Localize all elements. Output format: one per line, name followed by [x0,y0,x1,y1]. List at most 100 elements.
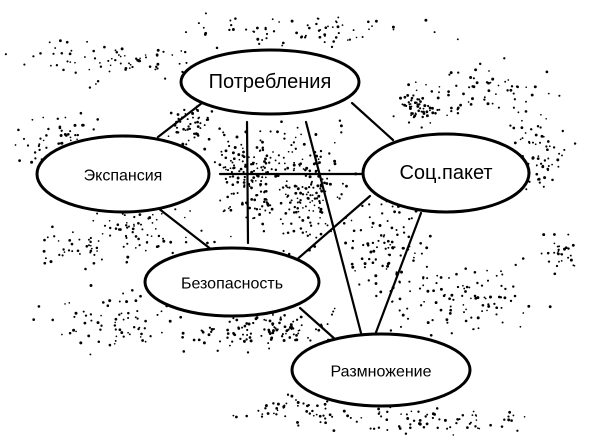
stipple-dot [310,183,313,186]
stipple-dot [426,277,429,280]
stipple-dot [400,270,403,274]
stipple-dot [218,163,222,167]
stipple-dot [180,50,183,52]
stipple-dot [285,332,287,335]
stipple-dot [72,328,76,332]
stipple-dot [137,221,140,225]
stipple-dot [222,166,225,169]
stipple-dot [196,125,200,129]
stipple-dot [253,198,257,202]
stipple-dot [392,115,395,118]
stipple-dot [456,111,460,115]
stipple-dot [208,326,211,329]
stipple-dot [557,252,560,256]
stipple-dot [384,247,387,250]
stipple-dot [298,201,301,203]
stipple-dot [302,402,305,405]
stipple-dot [271,313,274,316]
stipple-dot [283,325,287,329]
stipple-dot [243,185,246,188]
stipple-dot [354,269,356,272]
stipple-dot [241,147,244,150]
stipple-dot [489,295,492,299]
stipple-dot [232,166,235,170]
stipple-dot [374,258,377,261]
stipple-dot [276,130,279,134]
stipple-dot [69,136,72,139]
stipple-dot [32,55,35,58]
stipple-dot [178,62,181,65]
stipple-dot [306,216,310,219]
stipple-dot [89,236,92,239]
stipple-dot [321,178,324,180]
stipple-dot [229,19,232,22]
stipple-dot [406,417,410,420]
stipple-dot [410,217,413,220]
stipple-dot [264,404,268,408]
stipple-dot [338,119,342,122]
stipple-dot [249,163,253,166]
stipple-dot [536,125,540,128]
stipple-dot [376,246,378,249]
stipple-dot [428,106,432,110]
stipple-dot [255,316,259,319]
stipple-dot [154,228,157,230]
stipple-dot [333,162,337,166]
stipple-dot [148,65,152,68]
stipple-dot [471,414,474,416]
stipple-dot [260,179,263,183]
stipple-dot [487,81,490,85]
stipple-dot [255,194,258,197]
stipple-dot [253,216,256,219]
stipple-dot [106,304,110,308]
stipple-dot [176,113,180,116]
stipple-dot [4,53,7,56]
stipple-dot [331,415,334,418]
stipple-dot [122,318,125,321]
stipple-dot [68,331,72,335]
stipple-dot [315,413,318,416]
stipple-dot [274,327,277,330]
stipple-dot [272,329,275,333]
stipple-dot [319,207,323,211]
stipple-dot [270,207,274,211]
stipple-dot [243,178,246,181]
stipple-dot [83,56,86,58]
stipple-dot [65,40,69,44]
stipple-dot [89,313,93,316]
stipple-dot [187,139,190,142]
stipple-dot [503,57,506,60]
stipple-dot [504,80,507,83]
stipple-dot [87,238,90,241]
stipple-dot [252,321,255,325]
stipple-dot [219,199,222,202]
stipple-dot [298,329,301,332]
stipple-dot [309,339,312,342]
stipple-dot [449,71,453,75]
stipple-dot [251,179,254,182]
stipple-dot [528,142,531,144]
stipple-dot [316,17,319,20]
stipple-dot [551,163,553,166]
stipple-dot [539,126,542,129]
stipple-dot [296,126,299,129]
stipple-dot [312,414,315,417]
stipple-dot [323,41,326,44]
stipple-dot [96,79,100,83]
stipple-dot [472,77,475,80]
stipple-dot [197,338,201,342]
stipple-dot [304,205,307,208]
stipple-dot [69,130,72,133]
stipple-dot [33,151,37,154]
stipple-dot [418,418,422,422]
edge-expansion-security [156,206,214,252]
stipple-dot [419,242,423,245]
stipple-dot [243,324,247,328]
stipple-dot [463,311,465,314]
stipple-dot [284,212,288,215]
stipple-dot [540,252,543,255]
stipple-dot [318,201,321,204]
stipple-dot [133,223,135,226]
stipple-dot [186,118,189,121]
stipple-dot [224,177,228,181]
